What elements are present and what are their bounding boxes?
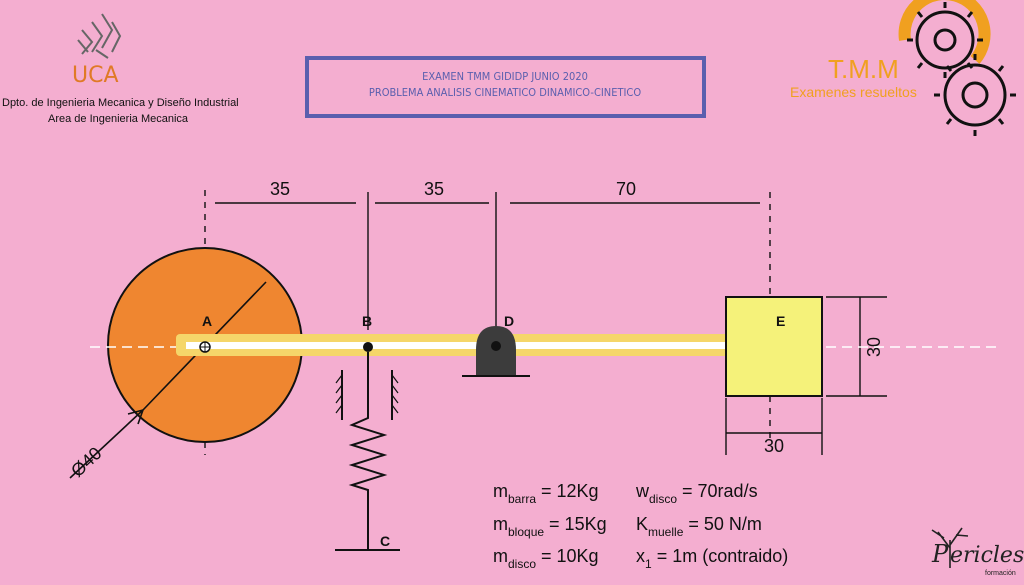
param-m-barra: mbarra = 12Kg (493, 481, 599, 506)
brand-logo: P ericles formación (931, 527, 1024, 577)
label-d: D (504, 313, 514, 329)
block-e (725, 296, 823, 397)
label-a: A (202, 313, 212, 329)
pivot-a-cross (200, 342, 210, 352)
tree-icon (931, 527, 969, 568)
param-m-bloque: mbloque = 15Kg (493, 514, 607, 539)
exam-title: EXAMEN TMM GIDIDP JUNIO 2020 (422, 70, 588, 83)
label-b: B (362, 313, 372, 329)
label-e: E (776, 313, 785, 329)
arrowhead-icon (127, 409, 144, 425)
param-m-disco: mdisco = 10Kg (493, 546, 599, 571)
diameter-arrow (69, 409, 144, 479)
joint-b (363, 342, 373, 352)
param-x1: x1 = 1m (contraido) (636, 546, 788, 571)
dim-ab: 35 (270, 179, 290, 199)
title-box (305, 56, 706, 118)
area-name: Area de Ingenieria Mecanica (48, 113, 189, 125)
parameters: mbarra = 12Kg mbloque = 15Kg mdisco = 10… (493, 481, 788, 571)
tmm-title: T.M.M (828, 54, 899, 84)
spring (335, 352, 400, 551)
uca-logo-text: UCA (72, 63, 119, 88)
brand-sub: formación (985, 570, 1016, 577)
param-k-muelle: Kmuelle = 50 N/m (636, 514, 762, 539)
dim-bd: 35 (424, 179, 444, 199)
brand-initial: P (931, 540, 949, 568)
problem-title: PROBLEMA ANALISIS CINEMATICO DINAMICO-CI… (369, 86, 641, 99)
uca-logo: UCA (72, 13, 122, 88)
brand-name: ericles (950, 543, 1024, 568)
label-c: C (380, 533, 390, 549)
gear-icon (898, 0, 1016, 136)
dim-de: 70 (616, 179, 636, 199)
tmm-subtitle: Examenes resueltos (790, 84, 917, 100)
dim-block-width: 30 (764, 436, 784, 456)
param-w-disco: wdisco = 70rad/s (635, 481, 758, 506)
tmm-logo: T.M.M Examenes resueltos (790, 0, 1016, 136)
joint-d (491, 341, 501, 351)
department-name: Dpto. de Ingenieria Mecanica y Diseño In… (2, 97, 239, 109)
